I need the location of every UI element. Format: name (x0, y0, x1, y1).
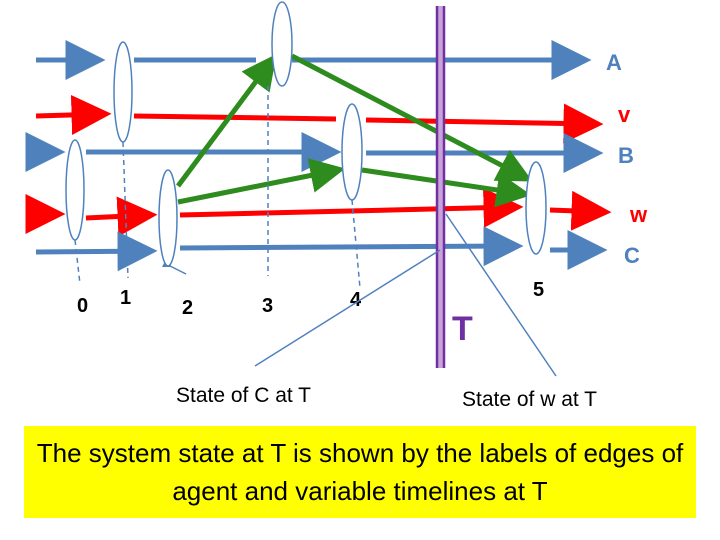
message-arrow-2-3 (175, 53, 277, 188)
event-label-1: 1 (120, 287, 131, 309)
timeline-w: w (25, 187, 648, 237)
timeline-label-b: B (618, 143, 634, 168)
timeline-v: v (35, 94, 631, 144)
event-ellipse-3 (271, 1, 293, 87)
event-label-2: 2 (182, 297, 193, 319)
pointer-state-w (445, 213, 557, 377)
annotation-pointers (254, 213, 557, 377)
event-labels: 0 1 2 3 4 5 (77, 279, 544, 319)
event-label-5: 5 (533, 279, 544, 301)
timeline-c: C (35, 226, 640, 272)
message-arrow-2-4 (177, 158, 346, 205)
timeline-label-v: v (618, 102, 631, 127)
message-arrows (175, 53, 533, 208)
caption-box: The system state at T is shown by the la… (24, 426, 696, 518)
events (65, 1, 547, 267)
message-arrow-3-5 (290, 53, 533, 182)
event-label-0: 0 (77, 295, 88, 317)
caption-text: The system state at T is shown by the la… (36, 438, 684, 506)
time-cut-label: T (452, 310, 473, 348)
annotation-state-of-c: State of C at T (176, 384, 311, 407)
event-leaders (74, 86, 361, 289)
event-ellipse-2 (158, 169, 178, 267)
timeline-label-a: A (606, 50, 622, 75)
event-label-3: 3 (262, 295, 273, 317)
timeline-b: B (25, 132, 634, 173)
timeline-label-w: w (629, 202, 648, 227)
timeline-label-c: C (624, 243, 640, 268)
event-ellipse-4 (341, 103, 363, 201)
event-label-4: 4 (350, 289, 362, 311)
event-ellipse-1 (113, 41, 133, 143)
time-cut: T (435, 6, 473, 368)
annotation-state-of-w: State of w at T (462, 388, 597, 411)
event-ellipse-0 (65, 139, 85, 241)
event-ellipse-5 (525, 161, 547, 255)
pointer-state-c (254, 249, 441, 367)
